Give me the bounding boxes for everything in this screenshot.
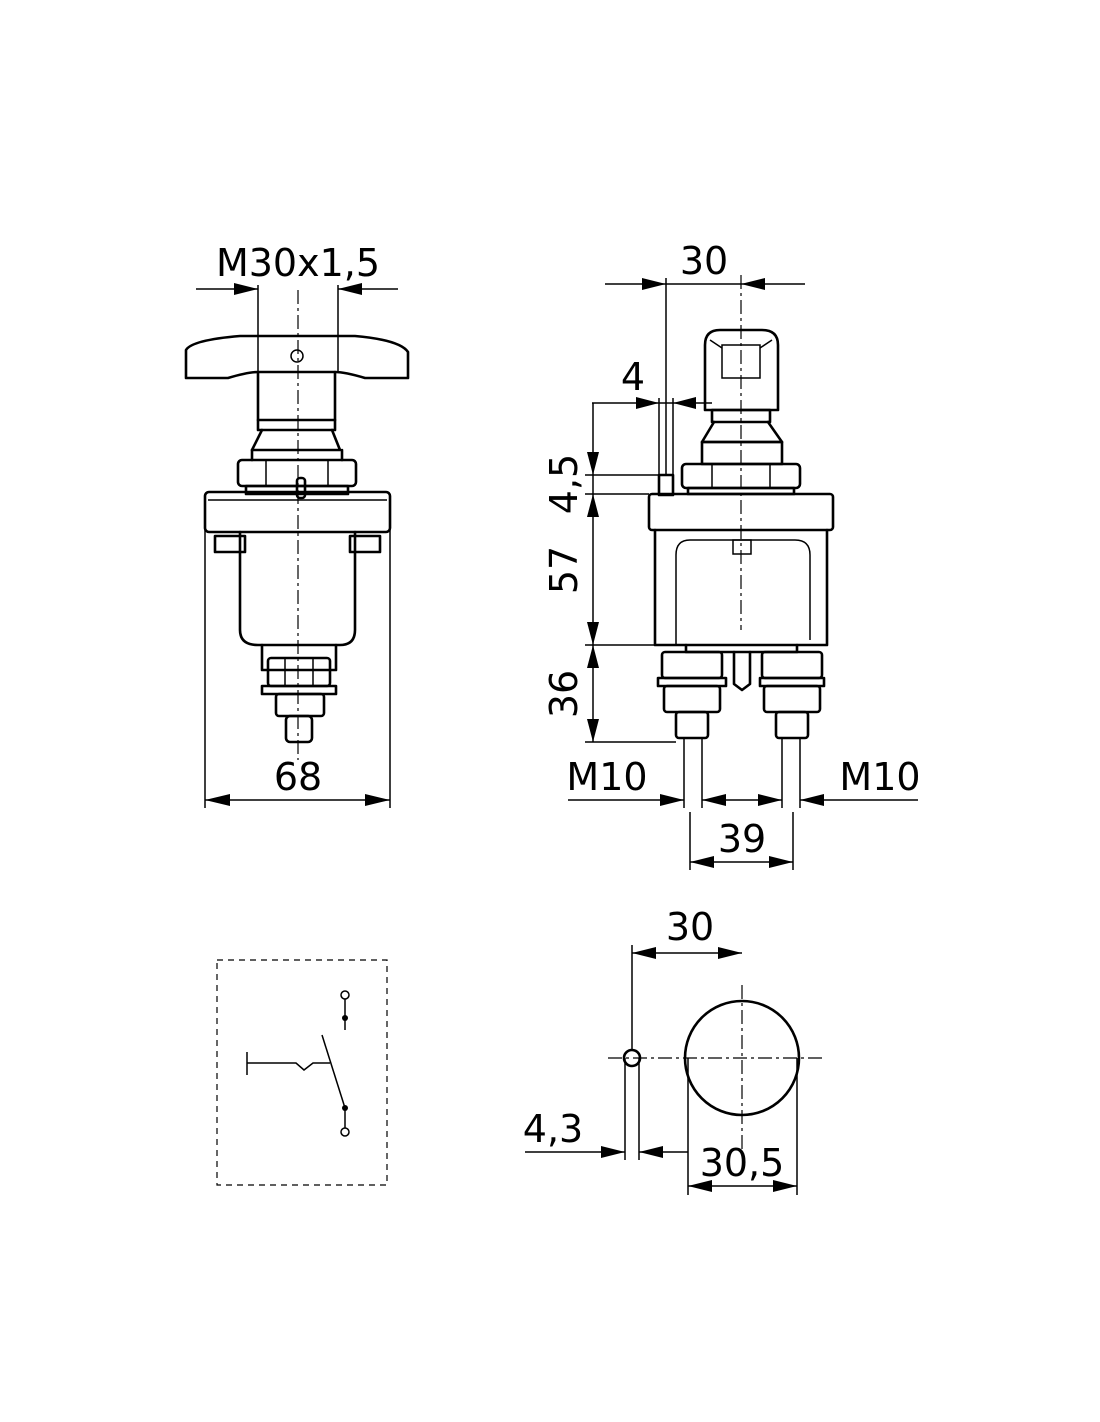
thread-dimension-label: M30x1,5 (216, 241, 380, 285)
cutout-offset-dimension-label: 30 (666, 905, 714, 949)
top-height-dimension-label: 4,5 (542, 454, 586, 514)
terminal-right-thread-label: M10 (839, 755, 920, 799)
body-height-dimension-label: 57 (542, 546, 586, 594)
front-width-dimension-label: 68 (274, 755, 322, 799)
front-view: M30x1,5 68 (184, 241, 410, 808)
terminal-height-dimension-label: 36 (542, 670, 586, 718)
panel-cutout: 30 4,3 30,5 (523, 905, 825, 1195)
switch-schematic (216, 959, 388, 1186)
side-view: 30 4 4,5 57 36 M10 M10 (542, 239, 921, 870)
terminal-spacing-dimension-label: 39 (718, 817, 766, 861)
tab-dimension-label: 4 (621, 355, 645, 399)
terminal-left-thread-label: M10 (566, 755, 647, 799)
hole-diameter-dimension-label: 30,5 (700, 1141, 785, 1185)
side-width-dimension-label: 30 (680, 239, 728, 283)
pin-hole-dimension-label: 4,3 (523, 1107, 583, 1151)
